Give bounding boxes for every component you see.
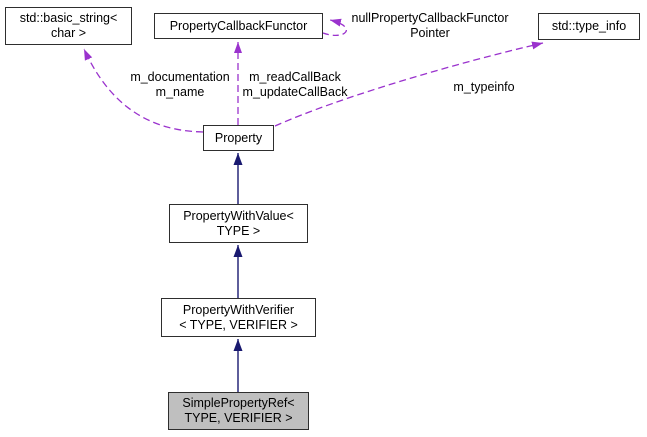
node-property-callback-functor[interactable]: PropertyCallbackFunctor	[154, 13, 323, 39]
usage-edge-property-to-basic-string	[83, 48, 204, 133]
edge-label-null-property-callback-functor-pointer: nullPropertyCallbackFunctor Pointer	[351, 11, 509, 40]
usage-edge-callback-functor-self-loop	[322, 18, 347, 37]
usage-edge-property-to-type-info	[274, 41, 544, 127]
edge-label-m-documentation-m-name: m_documentation m_name	[130, 70, 230, 99]
edge-label-m-typeinfo: m_typeinfo	[453, 80, 515, 94]
edge-label-m-readcallback-m-updatecallback: m_readCallBack m_updateCallBack	[242, 70, 348, 99]
node-property-with-verifier[interactable]: PropertyWithVerifier < TYPE, VERIFIER >	[161, 298, 316, 337]
node-property-with-value[interactable]: PropertyWithValue< TYPE >	[169, 204, 308, 243]
node-property[interactable]: Property	[203, 125, 274, 151]
node-std-type-info[interactable]: std::type_info	[538, 13, 640, 40]
node-std-basic-string[interactable]: std::basic_string< char >	[5, 7, 132, 45]
node-simple-property-ref-current: SimplePropertyRef< TYPE, VERIFIER >	[168, 392, 309, 430]
